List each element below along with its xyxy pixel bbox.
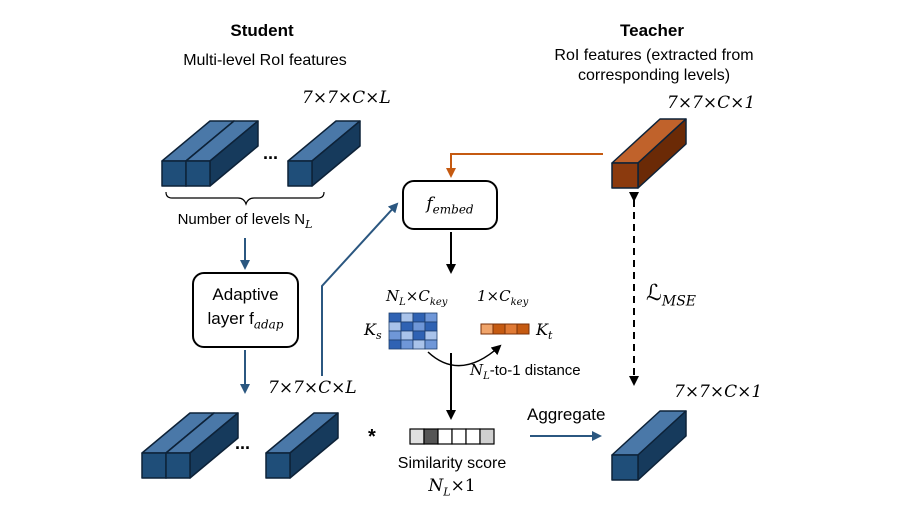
distance-arrow — [427, 344, 502, 367]
student-dim-top: 7×7×C×L — [302, 88, 391, 108]
ks-cell — [400, 330, 414, 341]
teacher-title: Teacher — [620, 21, 684, 40]
similarity-cell — [451, 428, 467, 445]
similarity-cell — [409, 428, 425, 445]
student-dots-top: ... — [263, 143, 279, 163]
levels-label: Number of levels NL — [177, 211, 313, 231]
adaptive-line2: layer fadap — [207, 309, 284, 332]
adaptive-line1: Adaptive — [212, 285, 279, 305]
ks-dim-label: NL×Ckey — [386, 287, 448, 308]
ks-label: Ks — [364, 320, 382, 343]
similarity-cell — [437, 428, 453, 445]
ks-cell — [412, 321, 426, 332]
ks-cell — [388, 339, 402, 350]
student-block-top-3-front — [287, 160, 313, 187]
ks-cell — [400, 312, 414, 323]
student-block-bottom-3-front — [265, 452, 291, 479]
ks-cell — [400, 339, 414, 350]
ks-cell — [388, 321, 402, 332]
aggregated-block — [611, 410, 687, 481]
levels-brace — [165, 191, 325, 206]
teacher-dim-bottom: 7×7×C×1 — [674, 382, 763, 402]
student-block-bottom-2-front — [165, 452, 191, 479]
distance-label: NL-to-1 distance — [470, 361, 581, 382]
kt-key-row — [480, 323, 530, 335]
ks-cell — [400, 321, 414, 332]
ks-cell — [412, 330, 426, 341]
kt-cell — [516, 323, 530, 335]
ks-cell — [424, 321, 438, 332]
similarity-cell — [465, 428, 481, 445]
adaptive-layer-box: Adaptive layer fadap — [192, 272, 299, 348]
similarity-cell — [479, 428, 495, 445]
ks-cell — [424, 330, 438, 341]
teacher-dim-top: 7×7×C×1 — [667, 93, 756, 113]
student-block-top-3 — [287, 120, 361, 187]
student-block-top-1-front — [161, 160, 187, 187]
similarity-cell — [423, 428, 439, 445]
kt-label: Kt — [536, 320, 553, 343]
student-dots-bottom: ... — [235, 433, 251, 453]
embed-box: fembed — [402, 180, 498, 230]
embed-label: fembed — [426, 193, 474, 217]
aggregate-label: Aggregate — [527, 405, 606, 424]
ks-cell — [424, 312, 438, 323]
ks-cell — [412, 339, 426, 350]
kt-dim-label: 1×Ckey — [477, 287, 529, 308]
mse-loss-label: ℒMSE — [646, 281, 697, 310]
similarity-dim: NL×1 — [428, 476, 476, 499]
ks-cell — [412, 312, 426, 323]
ks-cell — [388, 330, 402, 341]
student-block-bottom-3 — [265, 412, 339, 479]
teacher-subtitle-line1: RoI features (extracted from — [554, 47, 754, 64]
aggregated-block-front — [611, 454, 639, 481]
kt-cell — [492, 323, 506, 335]
teacher-block — [611, 118, 687, 189]
multiply-symbol: * — [368, 426, 376, 448]
student-title: Student — [230, 21, 294, 40]
student-block-bottom-2 — [165, 412, 239, 479]
kt-cell — [480, 323, 494, 335]
similarity-label: Similarity score — [397, 455, 507, 472]
arrow-features-to-embed — [321, 202, 399, 376]
student-block-top-2-front — [185, 160, 211, 187]
student-subtitle: Multi-level RoI features — [183, 52, 347, 69]
feature-blocks — [141, 118, 687, 481]
similarity-score-row — [409, 428, 495, 445]
student-dim-bottom: 7×7×C×L — [268, 378, 357, 398]
teacher-block-front — [611, 162, 639, 189]
teacher-subtitle-line2: corresponding levels) — [577, 67, 731, 84]
ks-key-grid — [388, 312, 438, 350]
arrow-teacher-to-embed — [446, 153, 603, 178]
ks-cell — [424, 339, 438, 350]
student-block-bottom-1-front — [141, 452, 167, 479]
ks-cell — [388, 312, 402, 323]
student-block-top-2 — [185, 120, 259, 187]
kt-cell — [504, 323, 518, 335]
